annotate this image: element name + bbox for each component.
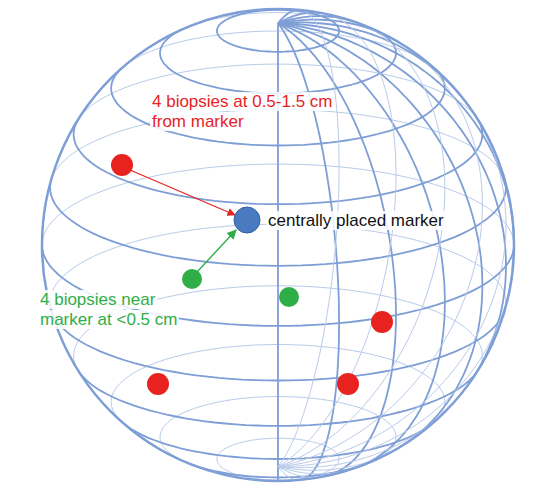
far-biopsy-label: 4 biopsies at 0.5-1.5 cm from marker bbox=[150, 92, 365, 132]
grid-line bbox=[278, 20, 398, 42]
far-biopsy-dot bbox=[337, 373, 359, 395]
near-biopsy-dot bbox=[279, 287, 299, 307]
central-marker bbox=[234, 207, 260, 233]
grid-line bbox=[278, 392, 462, 467]
far-biopsy-dot bbox=[147, 373, 169, 395]
grid-line bbox=[278, 24, 445, 467]
far-biopsy-dot bbox=[371, 311, 393, 333]
near-biopsy-label-text: 4 biopsies near marker at <0.5 cm bbox=[38, 290, 179, 329]
wireframe-grid bbox=[42, 10, 514, 481]
marker-label: centrally placed marker bbox=[266, 211, 526, 231]
grid-line bbox=[278, 23, 506, 385]
grid-line bbox=[278, 10, 299, 23]
near-biopsy-label: 4 biopsies near marker at <0.5 cm bbox=[38, 290, 193, 330]
grid-line bbox=[278, 14, 396, 466]
marker-label-text: centrally placed marker bbox=[266, 211, 446, 230]
grid-line bbox=[278, 104, 506, 466]
near-biopsy-dot bbox=[182, 269, 202, 289]
sphere-outline bbox=[42, 9, 514, 481]
grid-line bbox=[278, 23, 445, 466]
red-leader-arrow bbox=[130, 170, 235, 215]
grid-line bbox=[278, 22, 462, 97]
far-biopsy-dot bbox=[111, 154, 133, 176]
far-biopsy-label-text: 4 biopsies at 0.5-1.5 cm from marker bbox=[150, 92, 334, 131]
green-leader-arrow bbox=[197, 230, 236, 272]
grid-line bbox=[278, 10, 339, 466]
grid-line bbox=[278, 13, 323, 24]
